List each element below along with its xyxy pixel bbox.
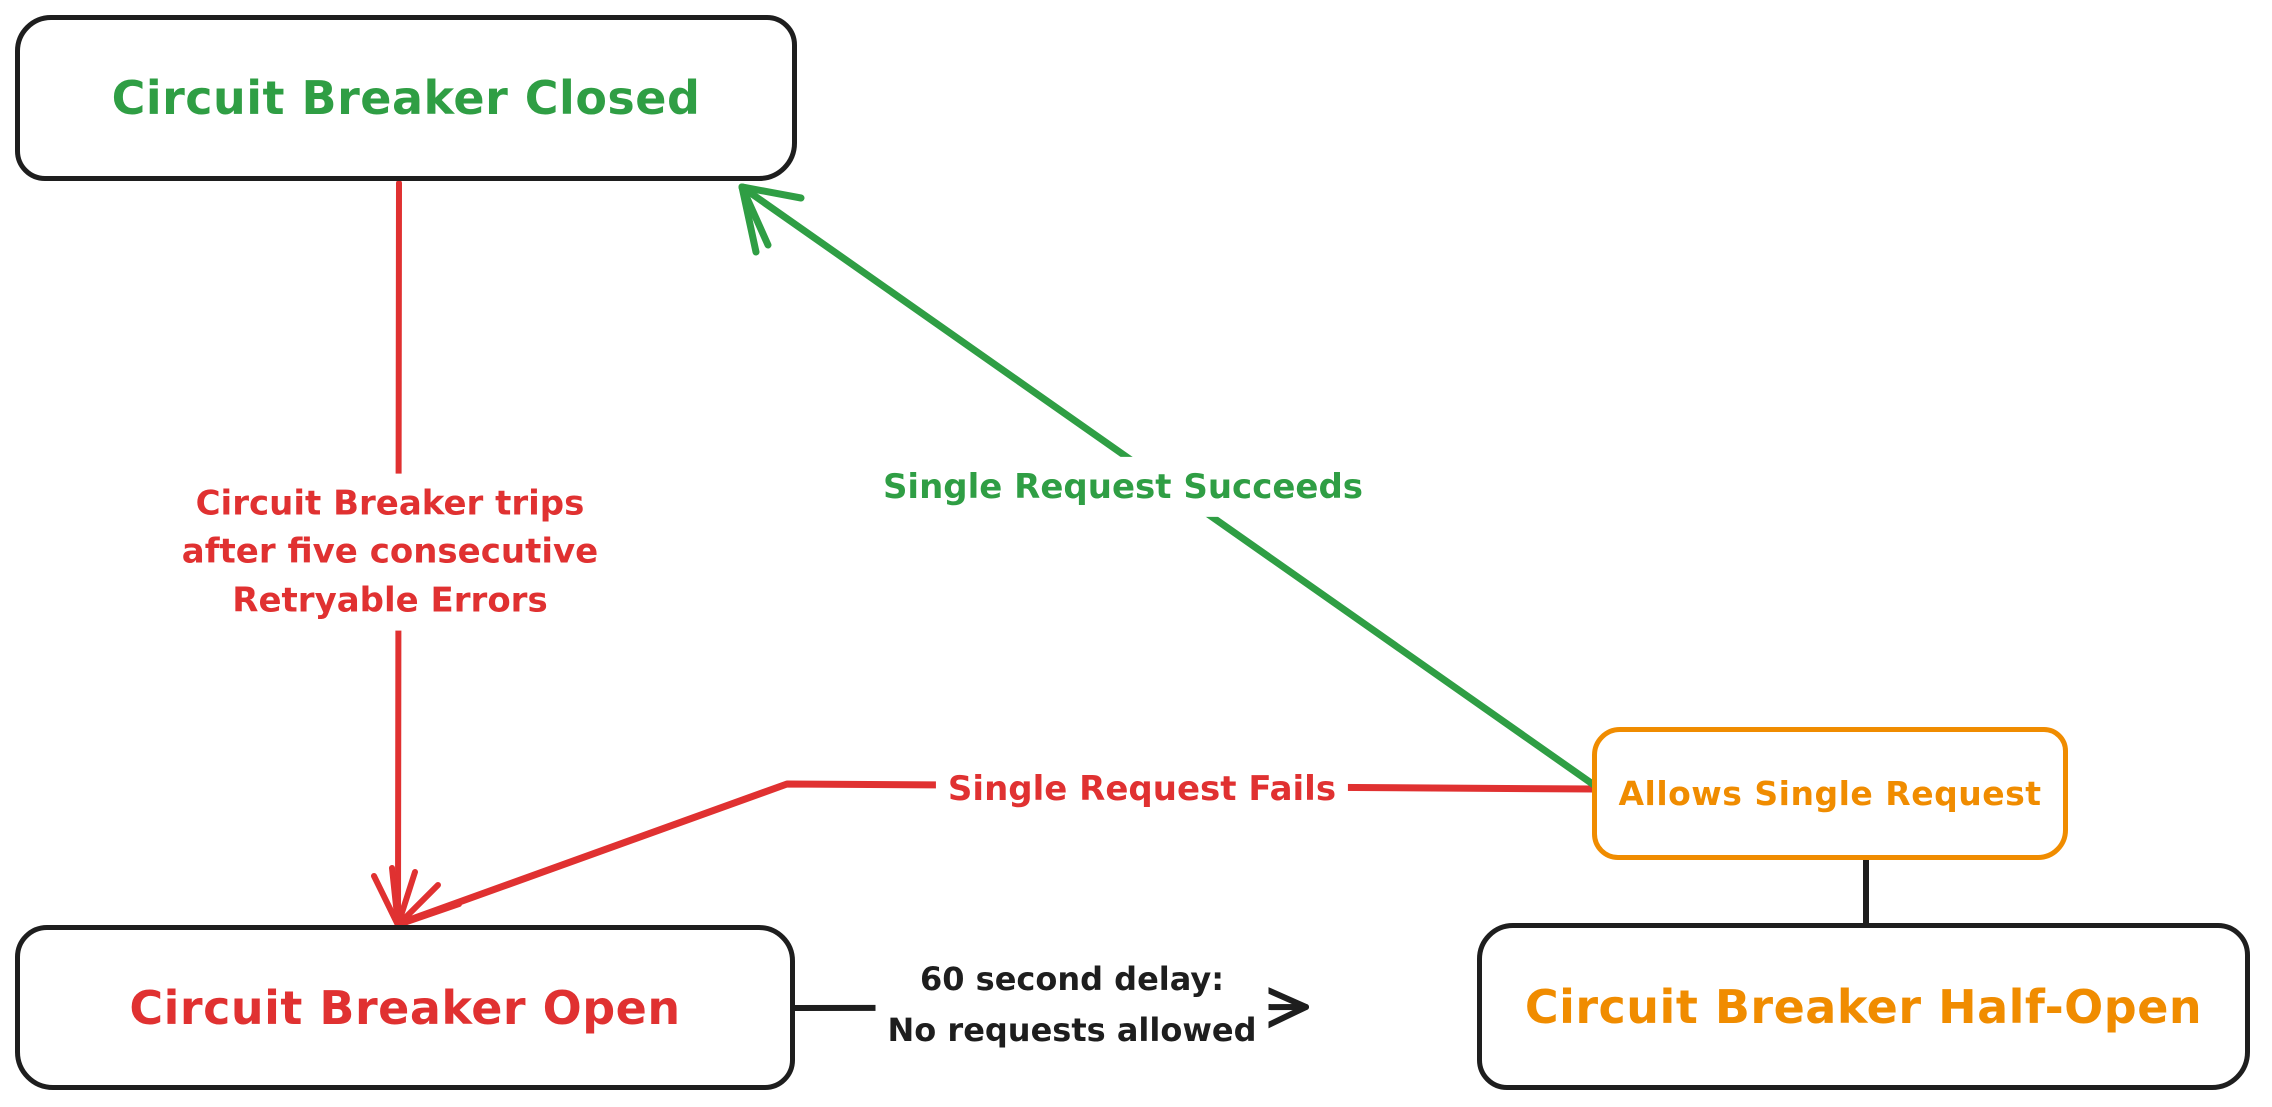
- fail-edge-label: Single Request Fails: [935, 758, 1349, 820]
- state-open-box: Circuit Breaker Open: [15, 925, 795, 1090]
- success-edge-label: Single Request Succeeds: [870, 456, 1376, 518]
- state-closed-box: Circuit Breaker Closed: [15, 15, 797, 181]
- allows-single-request-box: Allows Single Request: [1592, 727, 2068, 860]
- state-half-open-label: Circuit Breaker Half-Open: [1524, 979, 2203, 1034]
- delay-edge-label: 60 second delay: No requests allowed: [875, 947, 1269, 1063]
- trip-edge-label: Circuit Breaker trips after five consecu…: [169, 473, 611, 631]
- trip-edge-label-line3: Retryable Errors: [232, 580, 548, 621]
- allows-single-request-label: Allows Single Request: [1618, 774, 2042, 813]
- state-half-open-box: Circuit Breaker Half-Open: [1477, 923, 2250, 1090]
- trip-edge-label-line2: after five consecutive: [181, 531, 599, 572]
- delay-edge-label-line2: No requests allowed: [887, 1011, 1257, 1049]
- delay-edge-label-line1: 60 second delay:: [919, 959, 1225, 998]
- trip-edge-label-line1: Circuit Breaker trips: [195, 483, 585, 524]
- state-open-label: Circuit Breaker Open: [129, 980, 681, 1035]
- state-closed-label: Circuit Breaker Closed: [111, 71, 701, 125]
